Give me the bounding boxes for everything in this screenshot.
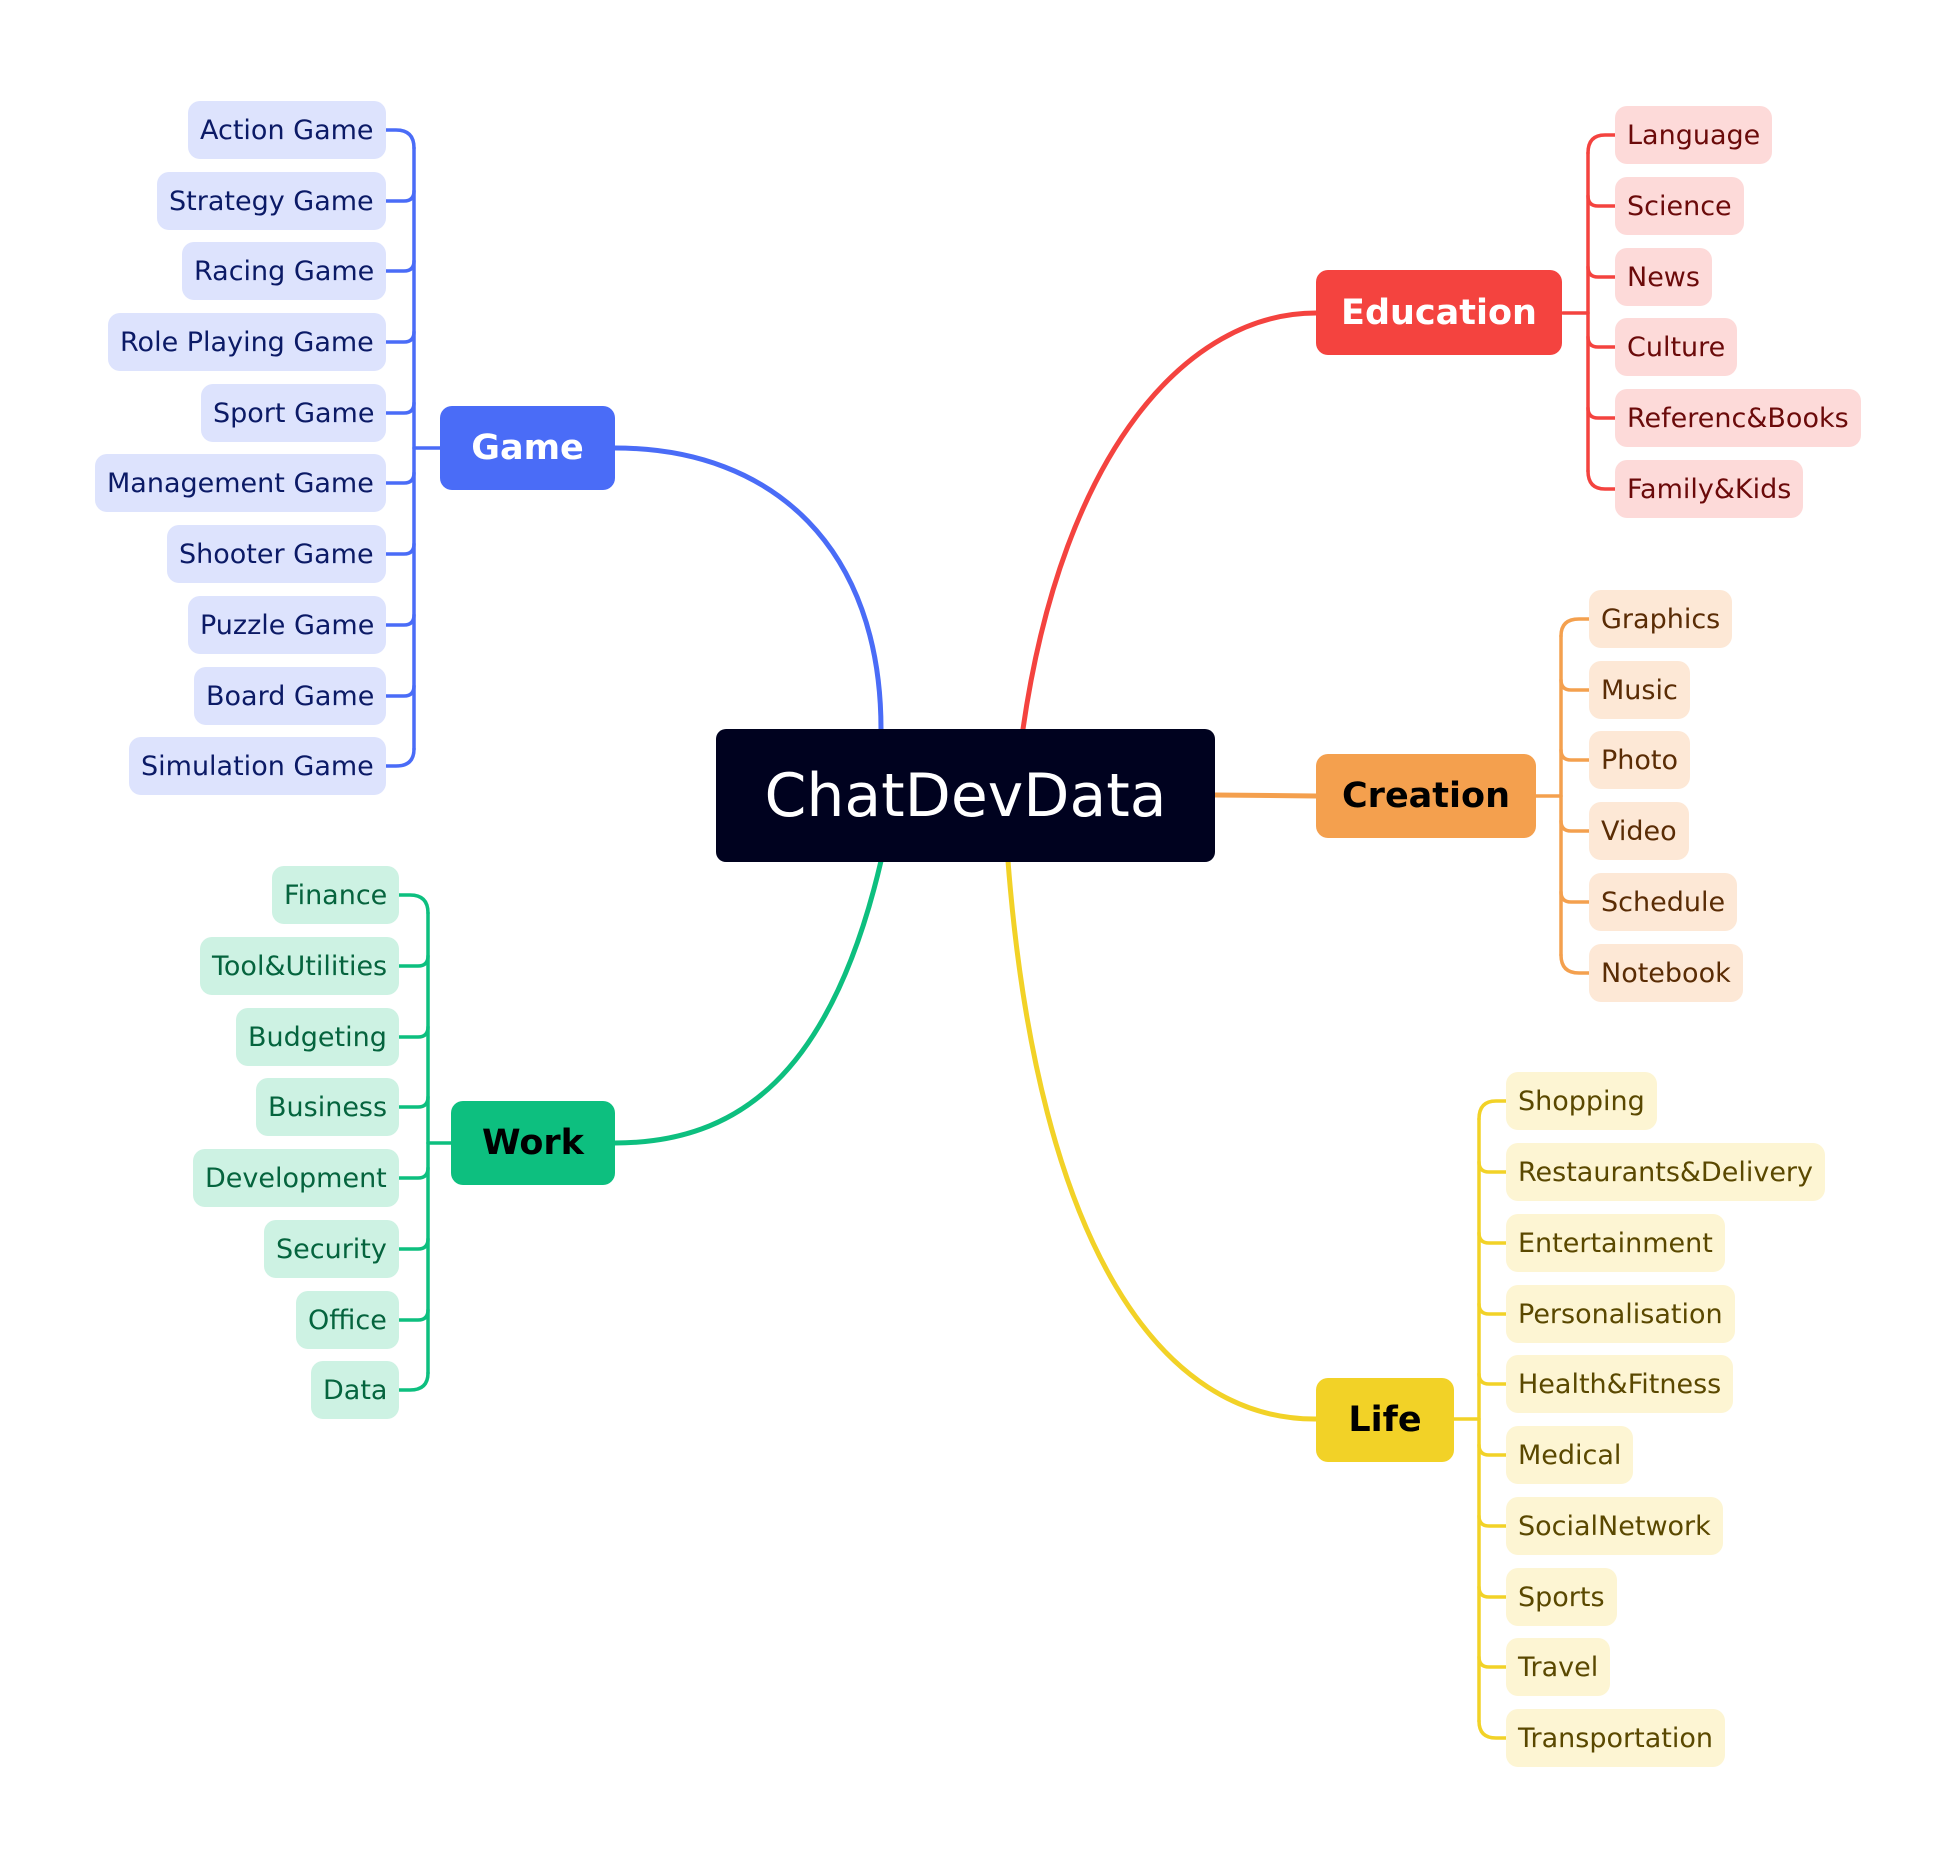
- leaf-link-life-4: [1477, 1302, 1508, 1316]
- leaf-education-5[interactable]: Referenc&Books: [1615, 389, 1861, 447]
- leaf-education-1[interactable]: Language: [1615, 106, 1773, 164]
- leaf-creation-5[interactable]: Schedule: [1589, 873, 1738, 931]
- leaf-work-8[interactable]: Data: [311, 1361, 400, 1419]
- leaf-link-creation-1: [1559, 617, 1591, 638]
- leaf-game-3[interactable]: Racing Game: [182, 242, 387, 300]
- leaf-game-8[interactable]: Puzzle Game: [188, 596, 387, 654]
- leaf-link-education-3: [1586, 265, 1617, 279]
- leaf-link-creation-3: [1559, 748, 1591, 762]
- leaf-link-game-9: [384, 684, 416, 698]
- leaf-life-7[interactable]: SocialNetwork: [1506, 1497, 1723, 1555]
- leaf-link-work-3: [397, 1025, 430, 1039]
- leaf-education-2[interactable]: Science: [1615, 177, 1744, 235]
- leaf-game-7[interactable]: Shooter Game: [167, 525, 386, 583]
- leaf-life-1[interactable]: Shopping: [1506, 1072, 1657, 1130]
- leaf-link-game-3: [384, 259, 416, 273]
- leaf-creation-1[interactable]: Graphics: [1589, 590, 1733, 648]
- leaf-life-5[interactable]: Health&Fitness: [1506, 1355, 1734, 1413]
- leaf-link-education-2: [1586, 194, 1617, 208]
- branch-node-education[interactable]: Education: [1316, 270, 1562, 355]
- leaf-game-9[interactable]: Board Game: [194, 667, 387, 725]
- leaf-work-5[interactable]: Development: [193, 1149, 399, 1207]
- leaf-link-life-8: [1477, 1585, 1508, 1599]
- leaf-link-work-4: [397, 1095, 430, 1109]
- leaf-creation-6[interactable]: Notebook: [1589, 944, 1743, 1002]
- leaf-life-4[interactable]: Personalisation: [1506, 1285, 1735, 1343]
- leaf-link-work-8: [397, 1371, 430, 1392]
- connector-education: [1020, 310, 1319, 732]
- leaf-life-3[interactable]: Entertainment: [1506, 1214, 1725, 1272]
- leaf-link-life-6: [1477, 1443, 1508, 1457]
- leaf-link-work-1: [397, 893, 430, 915]
- leaf-link-creation-4: [1559, 819, 1591, 833]
- leaf-game-10[interactable]: Simulation Game: [129, 737, 386, 795]
- leaf-education-6[interactable]: Family&Kids: [1615, 460, 1804, 518]
- leaf-link-life-3: [1477, 1231, 1508, 1245]
- leaf-link-work-6: [397, 1237, 430, 1251]
- leaf-link-work-5: [397, 1166, 430, 1180]
- leaf-game-5[interactable]: Sport Game: [201, 384, 387, 442]
- leaf-work-4[interactable]: Business: [256, 1078, 400, 1136]
- leaf-link-work-7: [397, 1308, 430, 1322]
- leaf-link-education-4: [1586, 335, 1617, 349]
- branch-node-life[interactable]: Life: [1316, 1378, 1454, 1462]
- leaf-link-game-8: [384, 613, 416, 627]
- leaf-link-creation-6: [1559, 953, 1591, 975]
- leaf-link-life-7: [1477, 1514, 1508, 1528]
- leaf-link-game-6: [384, 471, 416, 485]
- leaf-life-6[interactable]: Medical: [1506, 1426, 1634, 1484]
- leaf-work-1[interactable]: Finance: [272, 866, 400, 924]
- leaf-link-game-4: [384, 330, 416, 344]
- branch-node-game[interactable]: Game: [440, 406, 615, 490]
- leaf-life-9[interactable]: Travel: [1506, 1638, 1611, 1696]
- leaf-link-game-2: [384, 189, 416, 203]
- leaf-work-6[interactable]: Security: [264, 1220, 399, 1278]
- leaf-creation-2[interactable]: Music: [1589, 661, 1690, 719]
- branch-node-work[interactable]: Work: [451, 1101, 615, 1185]
- leaf-link-creation-2: [1559, 678, 1591, 692]
- leaf-link-life-2: [1477, 1160, 1508, 1174]
- leaf-link-education-6: [1586, 469, 1617, 491]
- leaf-game-1[interactable]: Action Game: [188, 101, 386, 159]
- connector-creation: [1212, 792, 1319, 799]
- leaf-work-3[interactable]: Budgeting: [236, 1008, 399, 1066]
- leaf-link-life-9: [1477, 1655, 1508, 1669]
- leaf-life-8[interactable]: Sports: [1506, 1568, 1617, 1626]
- leaf-link-education-1: [1586, 133, 1617, 155]
- connector-game: [612, 445, 884, 732]
- leaf-game-4[interactable]: Role Playing Game: [108, 313, 386, 371]
- leaf-creation-4[interactable]: Video: [1589, 802, 1689, 860]
- leaf-game-2[interactable]: Strategy Game: [157, 172, 386, 230]
- root-node-chatdevdata[interactable]: ChatDevData: [716, 729, 1215, 862]
- leaf-link-life-1: [1477, 1099, 1508, 1121]
- leaf-work-2[interactable]: Tool&Utilities: [200, 937, 400, 995]
- leaf-education-3[interactable]: News: [1615, 248, 1712, 306]
- leaf-link-game-5: [384, 401, 416, 415]
- leaf-link-education-5: [1586, 406, 1617, 420]
- connector-work: [612, 858, 884, 1146]
- leaf-link-creation-5: [1559, 890, 1591, 904]
- leaf-education-4[interactable]: Culture: [1615, 318, 1738, 376]
- leaf-work-7[interactable]: Office: [296, 1291, 399, 1349]
- leaf-link-game-10: [384, 747, 416, 768]
- leaf-link-life-10: [1477, 1719, 1508, 1740]
- leaf-life-2[interactable]: Restaurants&Delivery: [1506, 1143, 1826, 1201]
- leaf-life-10[interactable]: Transportation: [1506, 1709, 1725, 1767]
- leaf-link-game-1: [384, 128, 416, 150]
- leaf-creation-3[interactable]: Photo: [1589, 731, 1691, 789]
- leaf-link-life-5: [1477, 1372, 1508, 1386]
- leaf-link-game-7: [384, 542, 416, 556]
- connector-life: [1005, 858, 1319, 1422]
- leaf-game-6[interactable]: Management Game: [95, 454, 386, 512]
- branch-node-creation[interactable]: Creation: [1316, 754, 1536, 838]
- leaf-link-work-2: [397, 954, 430, 968]
